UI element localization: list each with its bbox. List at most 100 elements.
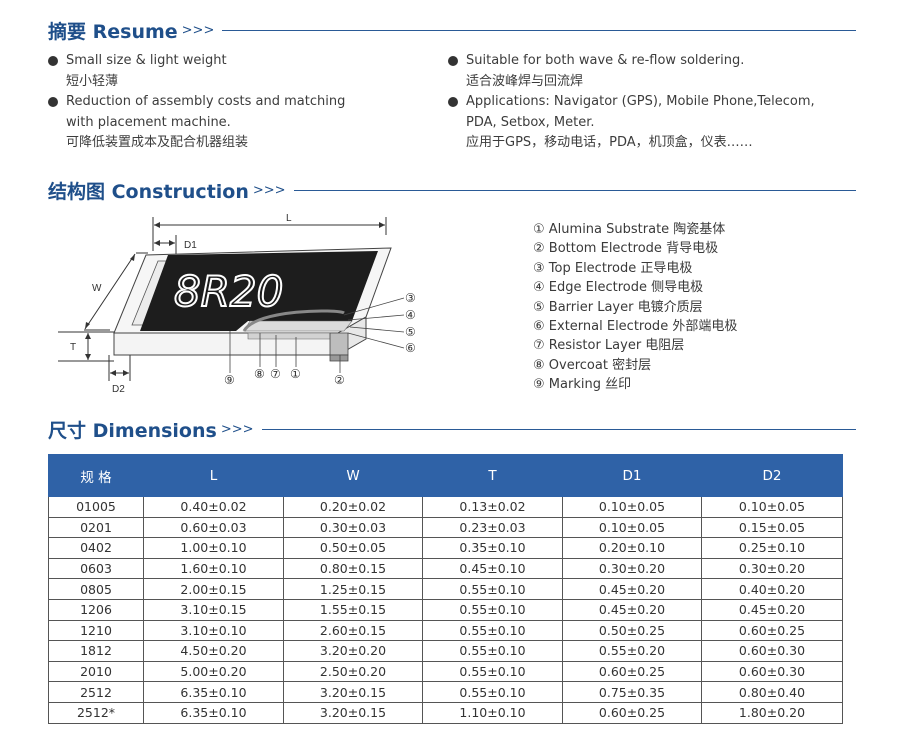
dimension-L: L — [152, 213, 387, 251]
resume-arrows: >>> — [181, 22, 215, 38]
list-item: Suitable for both wave & re-flow solderi… — [448, 51, 868, 92]
cell-w: 0.30±0.03 — [283, 516, 423, 539]
feature-cn: 适合波峰焊与回流焊 — [466, 73, 584, 89]
cell-l: 4.50±0.20 — [143, 640, 284, 662]
feature-en: Small size & light weight — [66, 53, 227, 68]
callout-4: ④ — [405, 308, 416, 322]
col-header-t: T — [422, 454, 563, 497]
callout-1: ① — [290, 367, 301, 381]
dim-label-D1: D1 — [184, 240, 197, 251]
dimension-T: T — [58, 331, 114, 362]
col-header-spec: 规 格 — [48, 454, 144, 497]
feature-cn: 应用于GPS，移动电话，PDA，机顶盒，仪表…… — [466, 135, 753, 150]
cell-l: 0.60±0.03 — [143, 516, 284, 539]
callout-6: ⑥ — [405, 341, 416, 355]
cell-l: 5.00±0.20 — [143, 660, 284, 683]
cell-spec: 0805 — [48, 578, 144, 600]
cell-spec: 1210 — [48, 619, 144, 642]
resume-right-list: Suitable for both wave & re-flow solderi… — [448, 51, 868, 154]
cell-d2: 0.45±0.20 — [701, 598, 843, 621]
cell-spec: 0402 — [48, 537, 144, 559]
cell-spec: 1206 — [48, 598, 144, 621]
bullet-icon — [448, 97, 458, 107]
dimensions-arrows: >>> — [220, 421, 254, 437]
resume-divider — [222, 29, 856, 31]
cell-w: 3.20±0.15 — [283, 701, 423, 724]
cell-w: 3.20±0.15 — [283, 681, 423, 703]
cell-spec: 0201 — [48, 516, 144, 539]
construction-arrows: >>> — [252, 182, 286, 198]
cell-spec: 2010 — [48, 660, 144, 683]
bullet-icon — [448, 56, 458, 66]
resume-title: 摘要 Resume — [48, 20, 178, 43]
list-item: Applications: Navigator (GPS), Mobile Ph… — [448, 92, 868, 154]
feature-en-cont: PDA, Setbox, Meter. — [466, 114, 595, 130]
cell-l: 2.00±0.15 — [143, 578, 284, 600]
cell-t: 0.13±0.02 — [422, 496, 563, 518]
bullet-icon — [48, 56, 58, 66]
legend-item: ⑦ Resistor Layer 电阻层 — [533, 338, 685, 354]
cell-w: 2.50±0.20 — [283, 660, 423, 683]
dim-label-L: L — [286, 213, 292, 224]
cell-d1: 0.50±0.25 — [562, 619, 702, 642]
cell-d2: 0.25±0.10 — [701, 537, 843, 559]
col-header-w: W — [283, 454, 423, 497]
cell-l: 1.00±0.10 — [143, 537, 284, 559]
cell-t: 1.10±0.10 — [422, 701, 563, 724]
resume-section-header: 摘要 Resume >>> — [48, 16, 856, 44]
cell-spec: 0603 — [48, 557, 144, 580]
cell-d2: 0.60±0.25 — [701, 619, 843, 642]
cell-d1: 0.30±0.20 — [562, 557, 702, 580]
bullet-icon — [48, 97, 58, 107]
cell-spec: 01005 — [48, 496, 144, 518]
legend-item: ⑨ Marking 丝印 — [533, 377, 632, 393]
legend-item: ⑥ External Electrode 外部端电极 — [533, 319, 738, 335]
cell-l: 0.40±0.02 — [143, 496, 284, 518]
cell-t: 0.55±0.10 — [422, 660, 563, 683]
callout-leaders — [229, 297, 405, 373]
cell-d1: 0.60±0.25 — [562, 701, 702, 724]
cell-d1: 0.20±0.10 — [562, 537, 702, 559]
cell-d2: 0.40±0.20 — [701, 578, 843, 600]
cell-d2: 0.60±0.30 — [701, 640, 843, 662]
col-header-d1: D1 — [562, 454, 702, 497]
callout-9: ⑨ — [224, 373, 235, 387]
cell-t: 0.55±0.10 — [422, 578, 563, 600]
dimensions-divider — [261, 428, 856, 430]
cell-d2: 0.30±0.20 — [701, 557, 843, 580]
legend-item: ⑧ Overcoat 密封层 — [533, 357, 652, 373]
cell-t: 0.55±0.10 — [422, 640, 563, 662]
resistor-body: 8R20 — [113, 247, 392, 362]
feature-en: Suitable for both wave & re-flow solderi… — [466, 53, 745, 68]
cell-t: 0.55±0.10 — [422, 598, 563, 621]
cell-d2: 0.15±0.05 — [701, 516, 843, 539]
list-item: Small size & light weight 短小轻薄 — [48, 51, 408, 92]
cell-d1: 0.10±0.05 — [562, 496, 702, 518]
feature-en: Applications: Navigator (GPS), Mobile Ph… — [466, 94, 815, 109]
cell-l: 3.10±0.15 — [143, 598, 284, 621]
construction-divider — [293, 189, 856, 191]
callout-8: ⑧ — [254, 367, 265, 381]
marking-text: 8R20 — [174, 267, 283, 316]
dim-label-T: T — [70, 342, 76, 353]
cell-d1: 0.75±0.35 — [562, 681, 702, 703]
cell-d1: 0.45±0.20 — [562, 598, 702, 621]
feature-en: Reduction of assembly costs and matching — [66, 94, 346, 109]
cell-d2: 1.80±0.20 — [701, 701, 843, 724]
cell-d1: 0.10±0.05 — [562, 516, 702, 539]
cell-d1: 0.55±0.20 — [562, 640, 702, 662]
dimensions-title: 尺寸 Dimensions — [48, 419, 217, 442]
cell-d1: 0.45±0.20 — [562, 578, 702, 600]
callout-numbers: ③ ④ ⑤ ⑥ ⑨ ⑧ ⑦ ① ② — [224, 291, 416, 387]
cell-t: 0.55±0.10 — [422, 681, 563, 703]
